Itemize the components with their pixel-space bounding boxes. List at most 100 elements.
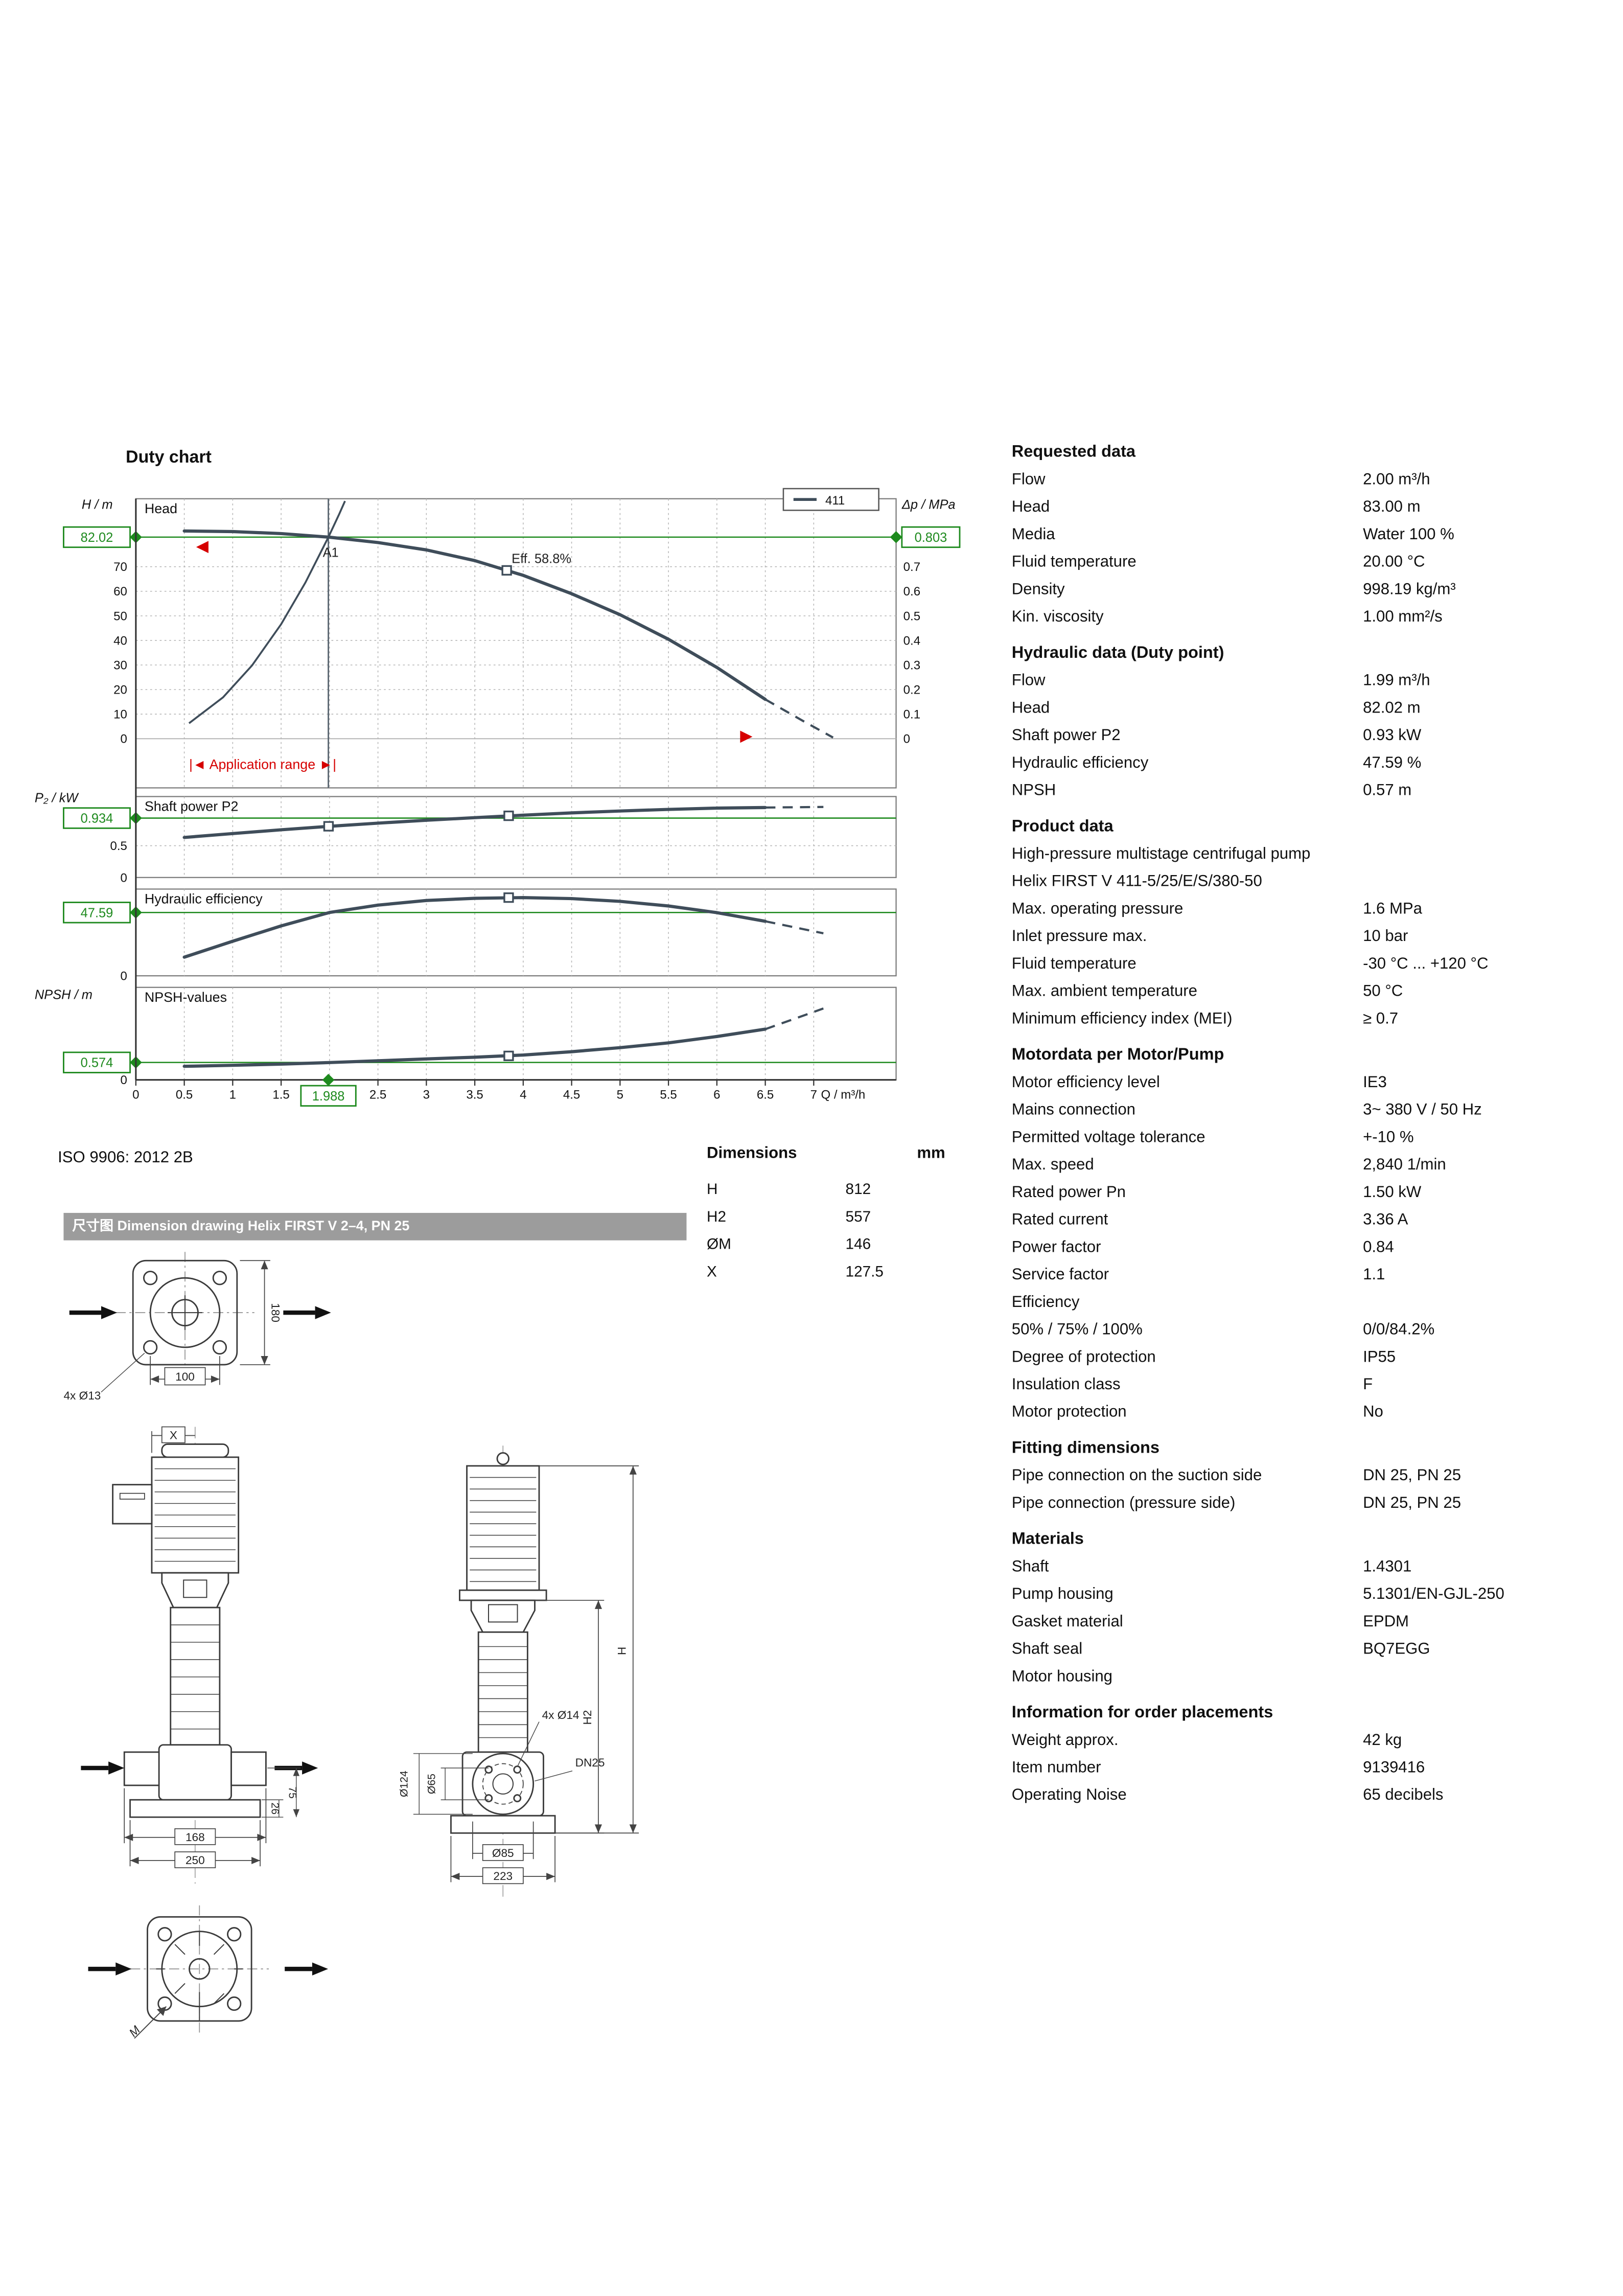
- range-limit-triangle-left: [196, 541, 208, 554]
- dimension-value: 146: [845, 1236, 871, 1254]
- row-label: Kin. viscosity: [1011, 608, 1104, 626]
- row-value: 10 bar: [1363, 928, 1408, 946]
- row-value: No: [1363, 1404, 1383, 1421]
- dimension-value: 557: [845, 1208, 871, 1226]
- y-tick-label: 20: [113, 683, 127, 697]
- pump-curve: [182, 529, 767, 701]
- dim-label-height: 180: [269, 1303, 282, 1322]
- row-value: 1.00 mm²/s: [1363, 608, 1443, 626]
- x-tick-label: 4.5: [563, 1088, 580, 1102]
- y-tick-label: 40: [113, 634, 127, 648]
- row-value: 1.1: [1363, 1266, 1385, 1284]
- x-tick-label: 0: [132, 1088, 139, 1102]
- data-row: Inlet pressure max.10 bar: [1012, 924, 1590, 951]
- x-tick-label: 1.5: [272, 1088, 289, 1102]
- x-tick-label: 1: [229, 1088, 236, 1102]
- data-row: Weight approx.42 kg: [1012, 1728, 1590, 1755]
- x-tick-label: 6: [713, 1088, 720, 1102]
- duty-chart-svg: 01020304050607000.10.20.30.40.50.60.782.…: [35, 488, 961, 1107]
- dimension-label: H: [707, 1181, 718, 1199]
- drawing-flange-top-view: 180 100 4x Ø13: [63, 1252, 331, 1402]
- y-tick-label-right: 0.5: [903, 609, 920, 623]
- dim-label-d85: Ø85: [492, 1847, 514, 1859]
- row-label: Max. ambient temperature: [1011, 983, 1197, 1001]
- y-tick-label: 0: [121, 732, 127, 746]
- dim-label-75: 75: [287, 1786, 298, 1799]
- chart-section-label: NPSH-values: [145, 990, 227, 1005]
- dimensions-table-header: Dimensions mm: [707, 1145, 954, 1162]
- duty-chart-title: Duty chart: [126, 446, 212, 467]
- row-label: Pipe connection on the suction side: [1011, 1467, 1262, 1485]
- row-value: 1.99 m³/h: [1363, 672, 1430, 690]
- dim-d124: [413, 1753, 473, 1815]
- curve-point-marker: [503, 1050, 514, 1062]
- y-tick-label: 30: [113, 659, 127, 673]
- row-label: NPSH: [1011, 782, 1056, 800]
- row-label: Flow: [1011, 471, 1046, 489]
- dim-label-bolt-holes: 4x Ø14: [542, 1709, 579, 1721]
- pump-outline: [112, 1443, 267, 1818]
- data-row: Flow 1.99 m³/h: [1012, 668, 1590, 696]
- row-label: Density: [1011, 581, 1065, 599]
- section-lead-line: High-pressure multistage centrifugal pum…: [1011, 845, 1311, 863]
- dimension-value: 812: [845, 1181, 871, 1199]
- pump-curve-extrapolated: [765, 920, 824, 935]
- row-value: [1363, 1664, 1590, 1691]
- row-label: Degree of protection: [1011, 1348, 1156, 1366]
- row-value: 1.50 kW: [1363, 1184, 1422, 1202]
- row-value: 50 °C: [1363, 983, 1403, 1001]
- flange-outline: [147, 1916, 252, 2022]
- row-value: 9139416: [1363, 1759, 1425, 1777]
- dim-label-width: 100: [175, 1370, 195, 1383]
- y-axis-title: P₂ / kW: [35, 791, 80, 806]
- data-row: Permitted voltage tolerance+-10 %: [1012, 1124, 1590, 1152]
- x-tick-label: 3: [423, 1088, 430, 1102]
- data-row: Pipe connection on the suction side DN 25…: [1012, 1463, 1590, 1490]
- row-value: 0/0/84.2%: [1363, 1321, 1435, 1339]
- curve-point-marker: [503, 810, 514, 821]
- x-tick-label: 3.5: [466, 1088, 483, 1102]
- row-label: Motor efficiency level: [1011, 1074, 1160, 1092]
- row-value: DN 25, PN 25: [1363, 1467, 1462, 1485]
- row-value: 0.93 kW: [1363, 727, 1422, 745]
- row-value: EPDM: [1363, 1613, 1409, 1631]
- annotation-eff: Eff. 58.8%: [512, 552, 571, 566]
- application-range-label: |◄ Application range ►|: [189, 756, 336, 772]
- y-tick-label: 70: [113, 560, 127, 574]
- pump-curve: [182, 806, 767, 839]
- data-row: Pipe connection (pressure side)DN 25, PN…: [1012, 1490, 1590, 1518]
- row-value: F: [1363, 1376, 1373, 1394]
- dim-223: [450, 1835, 555, 1882]
- curve-point-marker: [501, 565, 512, 576]
- row-label: Permitted voltage tolerance: [1011, 1129, 1205, 1146]
- x-tick-label: 0.5: [176, 1088, 193, 1102]
- row-value: IE3: [1363, 1074, 1387, 1092]
- chart-section-label: Shaft power P2: [145, 799, 239, 814]
- row-label: Flow: [1011, 672, 1046, 690]
- y-axis-title-right: Δp / MPa: [901, 498, 956, 512]
- dim-label-26: 26: [269, 1802, 281, 1815]
- data-row: Motor housing: [1012, 1664, 1590, 1691]
- row-label: Shaft power P2: [1011, 727, 1121, 745]
- y-tick-label: 0: [121, 970, 127, 983]
- dim-label-168: 168: [186, 1831, 205, 1844]
- x-tick-label: 2.5: [369, 1088, 386, 1102]
- row-label: Mains connection: [1011, 1101, 1135, 1119]
- y-tick-label: 0: [121, 1073, 127, 1087]
- row-label: Weight approx.: [1011, 1732, 1119, 1750]
- row-value: ≥ 0.7: [1363, 1010, 1399, 1028]
- row-label: Operating Noise: [1011, 1786, 1127, 1804]
